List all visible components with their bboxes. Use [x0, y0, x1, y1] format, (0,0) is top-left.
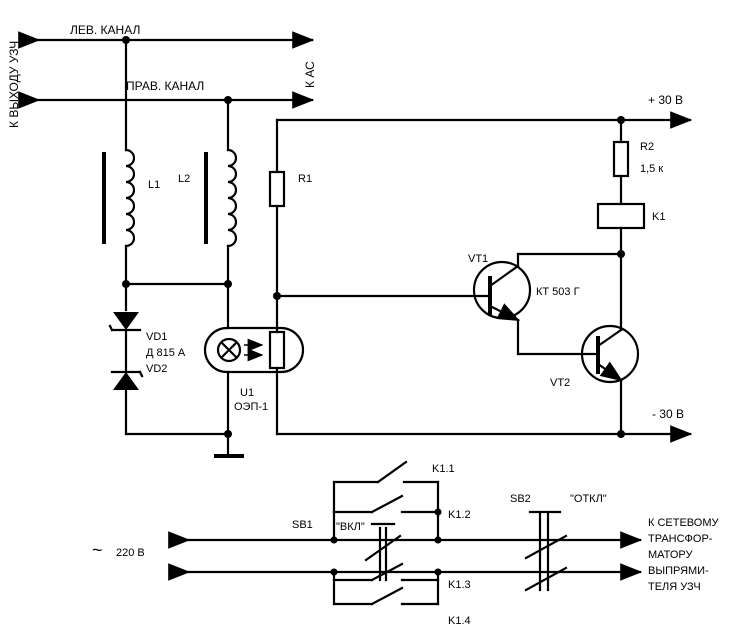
vt2-label: VT2	[550, 377, 570, 389]
vd2-label: VD2	[146, 363, 167, 375]
inductor-l2	[226, 148, 238, 248]
relay-contact-k1-2	[370, 494, 404, 514]
k1-3-label: K1.3	[448, 579, 471, 591]
zener-diode-vd1	[113, 312, 139, 330]
u1-type-label: ОЭП-1	[234, 401, 268, 413]
vd1-label: VD1	[146, 331, 167, 343]
relay-contact-k1-1	[376, 460, 408, 484]
resistor-r1	[268, 170, 286, 208]
u1-label: U1	[240, 387, 254, 399]
l1-label: L1	[148, 179, 160, 191]
l2-label: L2	[178, 173, 190, 185]
lamp-cross	[220, 341, 238, 359]
to-speaker-label: К АС	[303, 61, 317, 88]
vt2-collector	[596, 328, 623, 348]
vt1-type-label: КТ 503 Г	[536, 286, 580, 298]
plus-30v-label: + 30 В	[648, 93, 683, 107]
sb1-contact	[364, 534, 402, 562]
r2-label: R2	[640, 141, 654, 153]
mains-label: 220 В	[116, 547, 145, 559]
optocoupler-u1	[203, 326, 305, 374]
output-label-line3: МАТОРУ	[648, 549, 694, 561]
vd-type-label: Д 815 А	[146, 347, 186, 359]
transistor-vt1	[472, 260, 532, 320]
junction-dot	[434, 508, 442, 516]
relay-contact-k1-4	[370, 586, 404, 606]
k1-4-label: K1.4	[448, 615, 471, 627]
zener-bar	[108, 324, 114, 332]
zener-diode-vd2	[113, 372, 139, 390]
sb1-name-label: "ВКЛ"	[336, 521, 365, 533]
sb2-contact	[524, 534, 568, 560]
junction-dot	[224, 430, 232, 438]
sb2-contact	[524, 566, 568, 592]
zener-bar	[138, 370, 144, 378]
output-label-line1: К СЕТЕВОМУ	[648, 517, 719, 529]
left-channel-label: ЛЕВ. КАНАЛ	[70, 23, 140, 37]
k1-label: K1	[652, 211, 665, 223]
to-amp-output-label: К ВЫХОДУ УЗЧ	[7, 41, 21, 128]
vt1-collector	[488, 264, 520, 288]
mains-symbol: ~	[92, 540, 103, 560]
minus-30v-label: - 30 В	[652, 407, 684, 421]
sb1-label: SB1	[292, 519, 313, 531]
junction-dot	[434, 568, 442, 576]
inductor-l1	[124, 148, 136, 248]
r1-label: R1	[298, 173, 312, 185]
transistor-vt2	[580, 324, 640, 384]
output-label-line5: ТЕЛЯ УЗЧ	[648, 581, 701, 593]
sb2-label: SB2	[510, 493, 531, 505]
k1-1-label: K1.1	[432, 463, 455, 475]
sb2-name-label: "ОТКЛ"	[570, 493, 607, 505]
k1-2-label: K1.2	[448, 509, 471, 521]
vt2-emitter	[596, 361, 623, 382]
junction-dot	[122, 280, 130, 288]
junction-dot	[330, 568, 338, 576]
lamp	[216, 337, 242, 363]
junction-dot	[224, 280, 232, 288]
resistor-r2	[612, 140, 630, 178]
output-label-line2: ТРАНСФОР-	[648, 533, 713, 545]
photoresistor	[268, 330, 286, 370]
vt1-emitter	[488, 303, 520, 322]
relay-coil-k1	[596, 202, 646, 230]
right-channel-label: ПРАВ. КАНАЛ	[126, 79, 204, 93]
vt1-label: VT1	[468, 253, 488, 265]
r2-value-label: 1,5 к	[640, 163, 663, 175]
output-label-line4: ВЫПРЯМИ-	[648, 565, 709, 577]
relay-contact-k1-3	[370, 562, 404, 582]
